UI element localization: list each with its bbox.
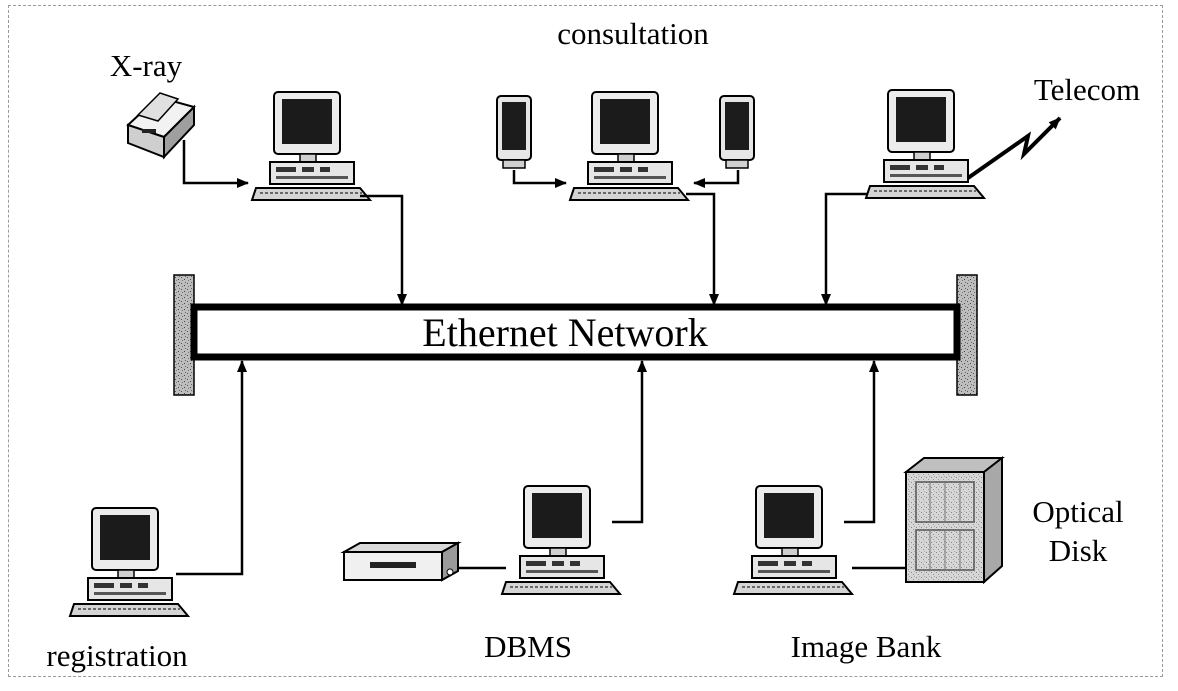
registration-workstation-icon [69,507,189,617]
network-label: Ethernet Network [422,310,707,355]
xray-label: X-ray [110,48,183,83]
xray-to-network-line [360,194,407,306]
consultation-right-monitor-icon [719,95,755,169]
optical-disk-label-line2: Disk [1049,533,1108,568]
consultation-label: consultation [557,16,709,51]
dbms-drive-icon [340,541,462,582]
consultation-left-monitor-icon [496,95,532,169]
telecom-to-network-line [821,192,868,306]
registration-label: registration [46,638,188,673]
consultation-left-line [512,170,567,188]
diagram-frame [8,5,1163,677]
xray-workstation-icon [251,91,371,201]
ethernet-bus [190,303,961,361]
telecom-workstation-icon [865,89,985,199]
consultation-right-line [693,170,740,188]
optical-disk-cabinet-icon [903,455,1005,585]
image-bank-label: Image Bank [791,629,942,664]
image-bank-workstation-icon [733,485,853,595]
image-bank-to-network-line [844,360,879,524]
consultation-to-network-line [686,192,719,306]
dbms-to-network-line [612,360,647,524]
dbms-workstation-icon [501,485,621,595]
dbms-label: DBMS [484,629,572,664]
consultation-workstation-icon [569,91,689,201]
telecom-label: Telecom [1034,72,1140,107]
registration-to-network-line [176,360,247,576]
optical-disk-label-line1: Optical [1032,494,1123,529]
telecom-link-icon [966,116,1062,180]
xray-to-workstation-line [182,140,249,188]
